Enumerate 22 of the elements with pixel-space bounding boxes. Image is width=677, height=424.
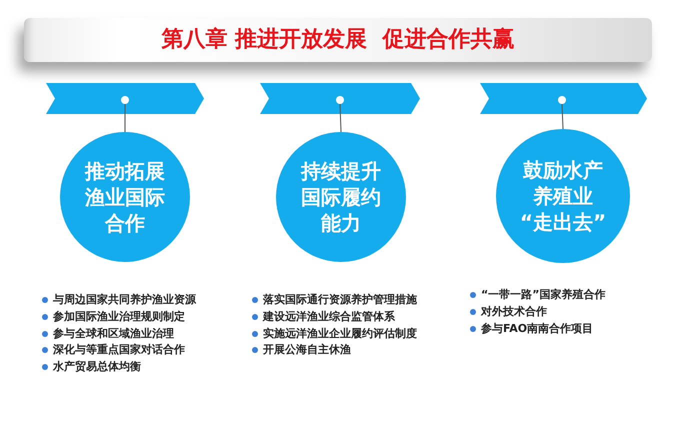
connector-line bbox=[562, 104, 564, 130]
dot-icon bbox=[121, 96, 129, 104]
list-item: 与周边国家共同养护渔业资源 bbox=[53, 293, 196, 308]
list-item: 落实国际通行资源养护管理措施 bbox=[263, 293, 417, 308]
list-item: 开展公海自主休渔 bbox=[263, 343, 351, 358]
title: 第八章 推进开放发展 促进合作共赢 bbox=[162, 27, 514, 53]
topic-text: 鼓励水产养殖业“走出去” bbox=[520, 157, 606, 235]
list-item: 参与FAO南南合作项目 bbox=[481, 322, 594, 336]
topic-text: 推动拓展渔业国际合作 bbox=[84, 158, 166, 236]
dot-icon bbox=[558, 96, 566, 104]
dot-icon bbox=[336, 96, 344, 104]
list-item: 对外技术合作 bbox=[481, 305, 547, 320]
list-item: 水产贸易总体均衡 bbox=[53, 360, 141, 374]
list-item: 深化与等重点国家对话合作 bbox=[53, 343, 185, 358]
list-item: 参与全球和区域渔业治理 bbox=[53, 326, 174, 341]
list-item: 参加国际渔业治理规则制定 bbox=[53, 310, 185, 324]
connector-line bbox=[340, 104, 342, 132]
topic-text: 持续提升国际履约能力 bbox=[300, 158, 382, 236]
connector-line bbox=[124, 104, 126, 132]
list-item: 实施远洋渔业企业履约评估制度 bbox=[263, 326, 417, 341]
list-item: 建设远洋渔业综合监管体系 bbox=[263, 310, 395, 324]
list-item: “一带一路”国家养殖合作 bbox=[481, 288, 606, 302]
